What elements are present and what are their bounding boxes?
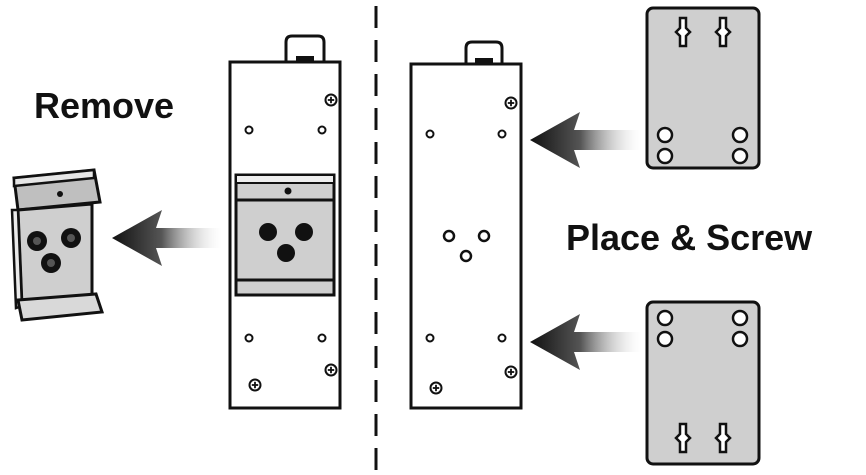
din-rail-clip-icon [10,168,105,322]
remove-label: Remove [34,85,175,126]
device-with-din-clip [228,34,342,410]
remove-arrow-icon [112,210,222,266]
place-arrow-bottom-icon [530,314,642,370]
wall-mount-plate-bottom [645,300,761,466]
wall-mount-plate-top [645,6,761,170]
place-and-screw-label: Place & Screw [566,217,813,258]
device-wall-mount [409,40,523,410]
place-arrow-top-icon [530,112,642,168]
